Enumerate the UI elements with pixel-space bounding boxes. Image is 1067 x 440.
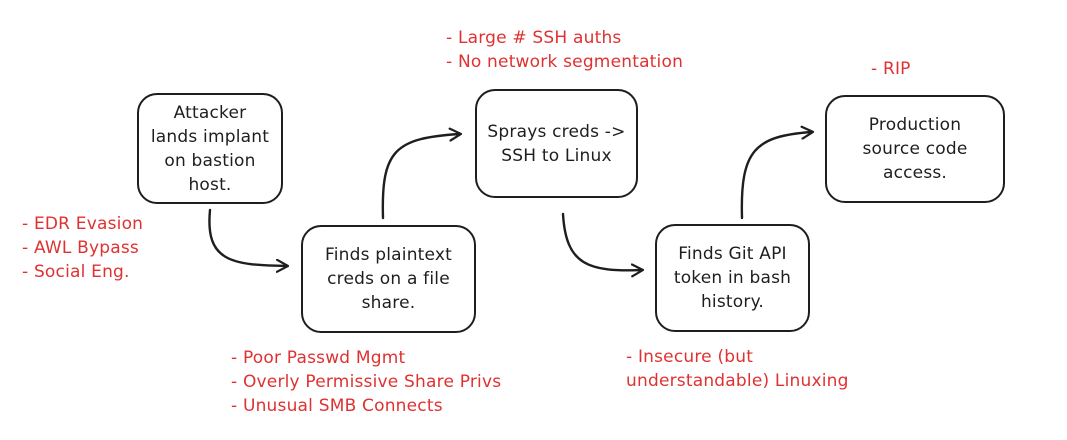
annotation-line: understandable) Linuxing (626, 371, 849, 391)
annotation-line: - No network segmentation (446, 52, 684, 72)
annotation-line: - Insecure (but (626, 347, 754, 367)
annotation-line: - Large # SSH auths (446, 28, 622, 48)
annotation-line: - Poor Passwd Mgmt (231, 348, 406, 368)
node-file-share-creds[interactable]: Finds plaintext creds on a file share. (301, 225, 476, 333)
node-label-line: Finds Git API (678, 244, 787, 264)
node-label-line: access. (882, 163, 948, 183)
annotation-ssh-detections: - Large # SSH auths - No network segment… (446, 26, 683, 74)
arrow-bastion-to-file-share (208, 208, 287, 266)
arrow-file-share-to-ssh-spray (381, 134, 460, 220)
node-label-line: on bastion (164, 150, 256, 171)
node-label: Sprays creds -> SSH to Linux (487, 120, 625, 168)
annotation-source-code-outcome: - RIP (871, 57, 911, 81)
node-label: Attacker lands implant on bastion host. (151, 101, 269, 197)
node-bastion-host[interactable]: Attacker lands implant on bastion host. (137, 93, 283, 204)
node-source-code-access[interactable]: Production source code access. (825, 95, 1005, 203)
node-label-line: Sprays creds -> (487, 121, 626, 142)
annotation-file-share-detections: - Poor Passwd Mgmt - Overly Permissive S… (231, 346, 501, 418)
node-label: Finds plaintext creds on a file share. (325, 243, 452, 315)
annotation-git-token-detections: - Insecure (but understandable) Linuxing (626, 345, 849, 393)
node-label-line: SSH to Linux (501, 145, 612, 166)
node-label-line: lands implant (150, 126, 270, 147)
node-label-line: creds on a file (327, 269, 450, 289)
node-label-line: Finds plaintext (324, 245, 453, 265)
node-git-api-token[interactable]: Finds Git API token in bash history. (655, 224, 810, 332)
node-label-line: history. (700, 292, 765, 312)
node-label-line: host. (188, 174, 232, 195)
node-label-line: token in bash (673, 268, 792, 288)
arrow-git-token-to-source-code (740, 132, 812, 220)
node-label: Finds Git API token in bash history. (674, 242, 791, 314)
node-label-line: Attacker (173, 102, 247, 123)
arrow-ssh-spray-to-git-token (561, 212, 642, 270)
node-ssh-spray[interactable]: Sprays creds -> SSH to Linux (475, 89, 638, 198)
annotation-bastion-detections: - EDR Evasion - AWL Bypass - Social Eng. (22, 212, 143, 284)
annotation-line: - EDR Evasion (22, 214, 144, 234)
annotation-line: - Unusual SMB Connects (231, 396, 443, 416)
annotation-line: - Overly Permissive Share Privs (231, 372, 502, 392)
annotation-line: - AWL Bypass (22, 238, 139, 258)
node-label-line: source code (862, 139, 968, 159)
annotation-line: - Social Eng. (22, 262, 130, 282)
node-label-line: share. (361, 293, 416, 313)
annotation-line: - RIP (871, 59, 911, 79)
node-label: Production source code access. (862, 113, 967, 185)
node-label-line: Production (868, 115, 962, 135)
